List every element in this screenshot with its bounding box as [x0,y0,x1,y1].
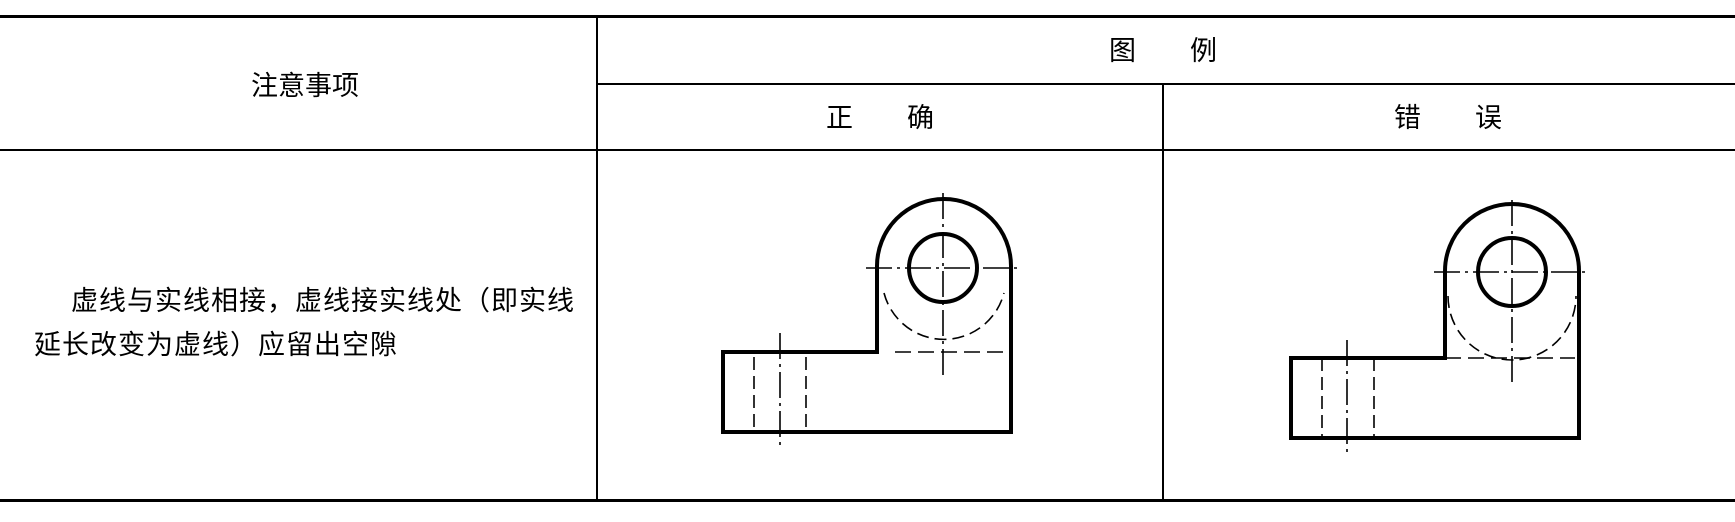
figure-column-header: 图 例 [1109,36,1217,67]
correct-column-header: 正 确 [826,103,934,134]
correct-outline [721,197,1013,434]
header-mid-rule [597,83,1735,85]
wrong-outline [1289,202,1581,440]
bottom-rule [0,499,1735,502]
wrong-column-header: 错 误 [1394,103,1502,134]
correct-hidden-arc [883,292,1005,341]
notes-column-header: 注意事项 [251,71,359,102]
top-rule [0,15,1735,18]
col-divider-1 [596,15,598,500]
note-text: 虚线与实线相接，虚线接实线处（即实线延长改变为虚线）应留出空隙 [34,286,575,361]
wrong-hidden-arc [1447,295,1577,361]
header-bottom-rule [0,149,1735,151]
col-divider-2 [1162,83,1164,500]
